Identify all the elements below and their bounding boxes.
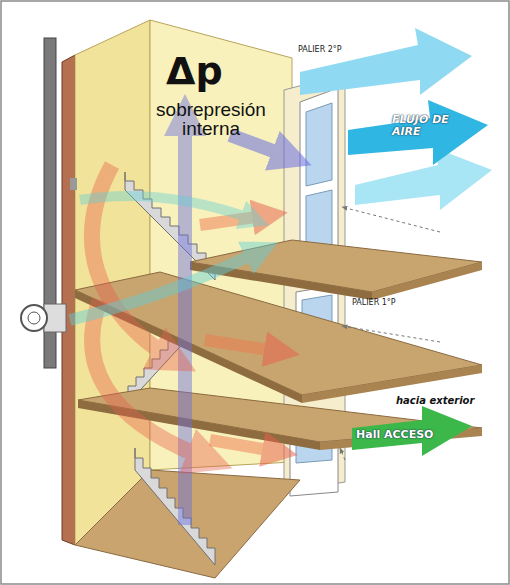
- arrow-node: FLUJO DE AIRE: [348, 100, 488, 170]
- fan-hub: [28, 312, 40, 324]
- air-flow: [230, 135, 292, 158]
- label-text: PALIER 1°P: [352, 299, 396, 307]
- flow-arrow: [300, 28, 472, 95]
- air-flow: [210, 440, 280, 452]
- air-flow: [70, 250, 262, 320]
- door-pane: [306, 103, 332, 186]
- arrow-shape: [348, 100, 488, 165]
- leader-line: [340, 448, 345, 460]
- air-flow: [92, 300, 210, 460]
- fan: [21, 305, 47, 331]
- label-text: Δp: [166, 52, 223, 90]
- slab-edge: [372, 262, 482, 300]
- leader-line: [342, 207, 440, 232]
- air-flow: [205, 340, 282, 352]
- arrow-node: hacia exteriorHall ACCESO: [352, 396, 477, 456]
- air-flow: [178, 115, 192, 525]
- brick-edge: [62, 55, 75, 545]
- wall-switch: [70, 178, 77, 190]
- label-text: PALIER 2°P: [298, 46, 342, 54]
- air-flow: [80, 196, 255, 220]
- label-text: sobrepresión interna: [146, 100, 276, 138]
- node-text: FLUJO DE AIRE: [392, 114, 454, 137]
- flow-arrow: [355, 148, 492, 210]
- node-text: hacia exterior: [396, 396, 474, 407]
- leader-line: [342, 326, 440, 342]
- node-text: Hall ACCESO: [356, 429, 433, 441]
- arrow-shape: [352, 406, 472, 456]
